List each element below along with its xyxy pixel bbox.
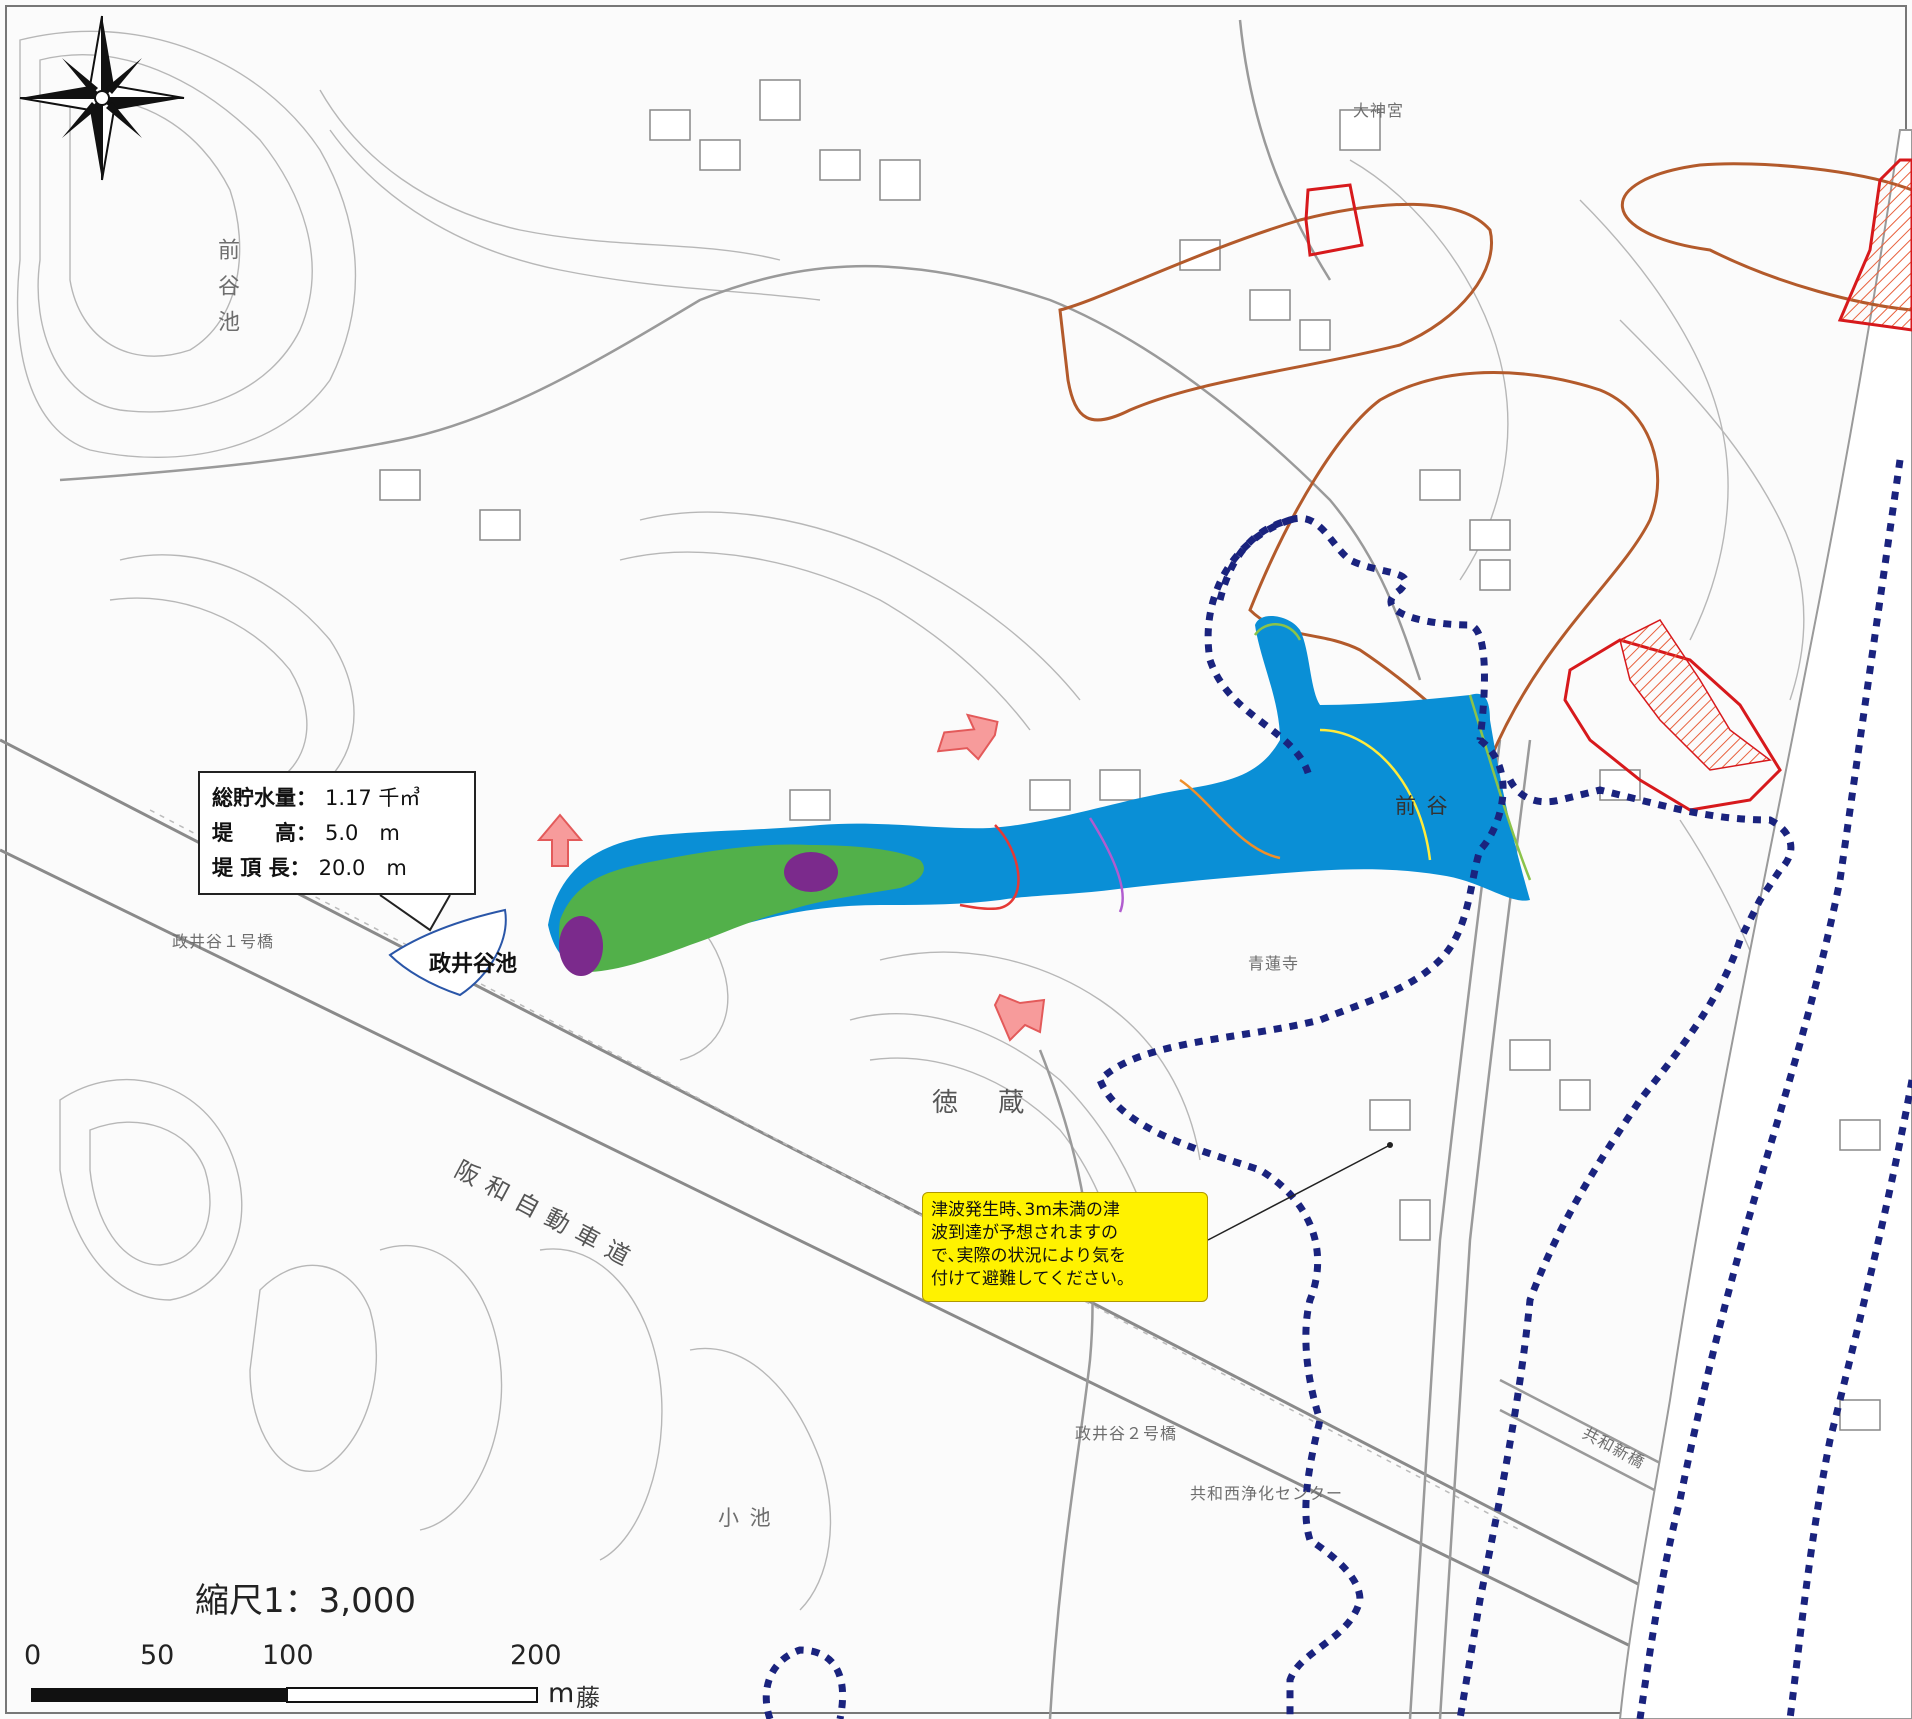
tsunami-note-line-3: で､実際の状況により気を [931,1246,1127,1266]
dam-info-box: 総貯水量： 1.17 千㎥ 堤 高： 5.0 m 堤 頂 長： 20.0 m [198,771,476,895]
label-maedani: 前 谷 [1395,794,1450,818]
label-kyowa-nishi-center: 共和西浄化センター [1190,1484,1344,1503]
scale-bar [31,1687,538,1703]
evacuation-arrows [536,713,1046,1042]
buildings [379,79,1881,1431]
label-koike: 小 池 [718,1506,773,1530]
special-zones [1304,158,1912,812]
scale-unit: m [548,1678,575,1709]
height-label: 堤 高： [212,821,317,845]
tsunami-note-anchor [1387,1142,1393,1148]
label-masaidani-bridge-2: 政井谷２号橋 [1075,1424,1178,1443]
label-masaidani-bridge-1: 政井谷１号橋 [172,932,275,951]
contour-lines [16,30,1891,1661]
arrival-lines [959,623,1532,913]
tsunami-boundary [762,459,1912,1719]
landslide-zones [1058,162,1912,763]
pond-name: 政井谷池 [429,952,518,977]
length-row: 堤 頂 長： 20.0 m [212,851,462,886]
evacuation-arrow-icon [536,813,584,867]
scale-tick-50: 50 [140,1640,175,1671]
height-value: 5.0 m [325,821,400,845]
length-value: 20.0 m [318,856,407,880]
evacuation-arrow-icon [993,993,1046,1042]
label-maedani-ike: 前谷池 [214,238,239,346]
label-daijingu: 大神宮 [1353,101,1405,120]
storage-row: 総貯水量： 1.17 千㎥ [212,781,462,816]
tsunami-note-line-4: 付けて避難してください｡ [931,1269,1126,1289]
scale-title: 縮尺1：3,000 [195,1581,416,1621]
compass-rose-icon [19,15,185,181]
scale-tick-100: 100 [262,1640,314,1671]
scale-tick-0: 0 [24,1640,42,1671]
inundation-area [548,615,1530,976]
evacuation-arrow-icon [936,713,999,761]
storage-value: 1.17 千㎥ [325,786,421,810]
inundation-deep-2 [784,852,838,892]
tsunami-note: 津波発生時､3m未満の津 波到達が予想されますの で､実際の状況により気を 付け… [922,1192,1208,1302]
river [1618,129,1912,1719]
scale-bar-solid [31,1688,287,1702]
masaidani-pond [388,908,507,997]
height-row: 堤 高： 5.0 m [212,816,462,851]
tsunami-note-line-2: 波到達が予想されますの [931,1223,1118,1243]
scale-bar-open [286,1687,538,1703]
tsunami-note-line-1: 津波発生時､3m未満の津 [931,1200,1120,1220]
tsunami-note-leader [1207,1144,1391,1241]
label-seirenji: 青蓮寺 [1248,954,1300,973]
storage-label: 総貯水量： [212,786,317,810]
inundation-deep-1 [559,916,603,976]
scale-tick-200: 200 [510,1640,562,1671]
length-label: 堤 頂 長： [212,856,311,880]
label-fuji: 藤 [576,1684,602,1712]
label-tokuzo: 徳 蔵 [932,1088,1041,1118]
infobox-pointer [379,894,451,932]
